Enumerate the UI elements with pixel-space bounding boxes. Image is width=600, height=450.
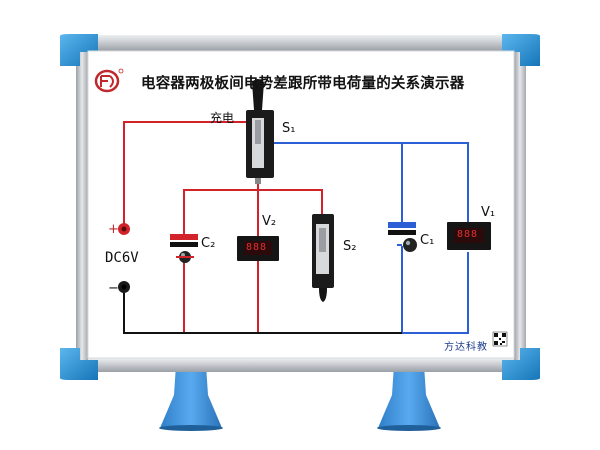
- c1-electrolytic-icon: [403, 238, 417, 252]
- right-stand: [377, 365, 441, 431]
- c1-label: C₁: [420, 233, 435, 248]
- v2-label: V₂: [262, 214, 277, 229]
- v1-display: 888: [457, 229, 479, 240]
- v2-display: 888: [246, 242, 268, 253]
- voltmeter-v1: [447, 222, 491, 250]
- switch-s2[interactable]: [312, 214, 334, 302]
- corner-bottom-right: [502, 348, 540, 380]
- white-panel: [87, 50, 515, 359]
- left-stand: [159, 365, 223, 431]
- top-rail: [74, 35, 528, 51]
- blue-wires: [273, 142, 469, 334]
- capacitor-c2: [170, 234, 198, 263]
- corner-bottom-left: [60, 348, 98, 380]
- minus-terminal[interactable]: [118, 281, 130, 293]
- right-rail: [514, 46, 526, 364]
- plus-terminal[interactable]: [118, 223, 130, 235]
- fd-logo-icon: [94, 68, 124, 93]
- left-rail: [76, 46, 88, 364]
- s1-label: S₁: [282, 121, 296, 136]
- panel-title: 电容器两极板间电势差跟所带电荷量的关系演示器: [141, 76, 465, 92]
- voltmeter-v2: [237, 236, 279, 261]
- red-wires: [123, 121, 323, 333]
- dc-supply-label: DC6V: [105, 250, 139, 266]
- plus-label: +: [108, 222, 119, 237]
- s1-lever[interactable]: [252, 79, 264, 110]
- c2-label: C₂: [201, 236, 216, 251]
- v1-label: V₁: [481, 205, 496, 220]
- s2-lever[interactable]: [319, 288, 327, 302]
- charge-label: 充电: [210, 111, 235, 125]
- capacitor-c1: [388, 222, 417, 252]
- qr-code-icon: [492, 331, 508, 347]
- bottom-rail: [74, 358, 528, 372]
- minus-label: −: [108, 281, 119, 296]
- switch-s1[interactable]: [246, 79, 274, 184]
- s2-label: S₂: [343, 239, 357, 254]
- black-wires: [123, 288, 402, 334]
- corner-top-right: [502, 34, 540, 66]
- brand-label: 方达科教: [444, 342, 488, 353]
